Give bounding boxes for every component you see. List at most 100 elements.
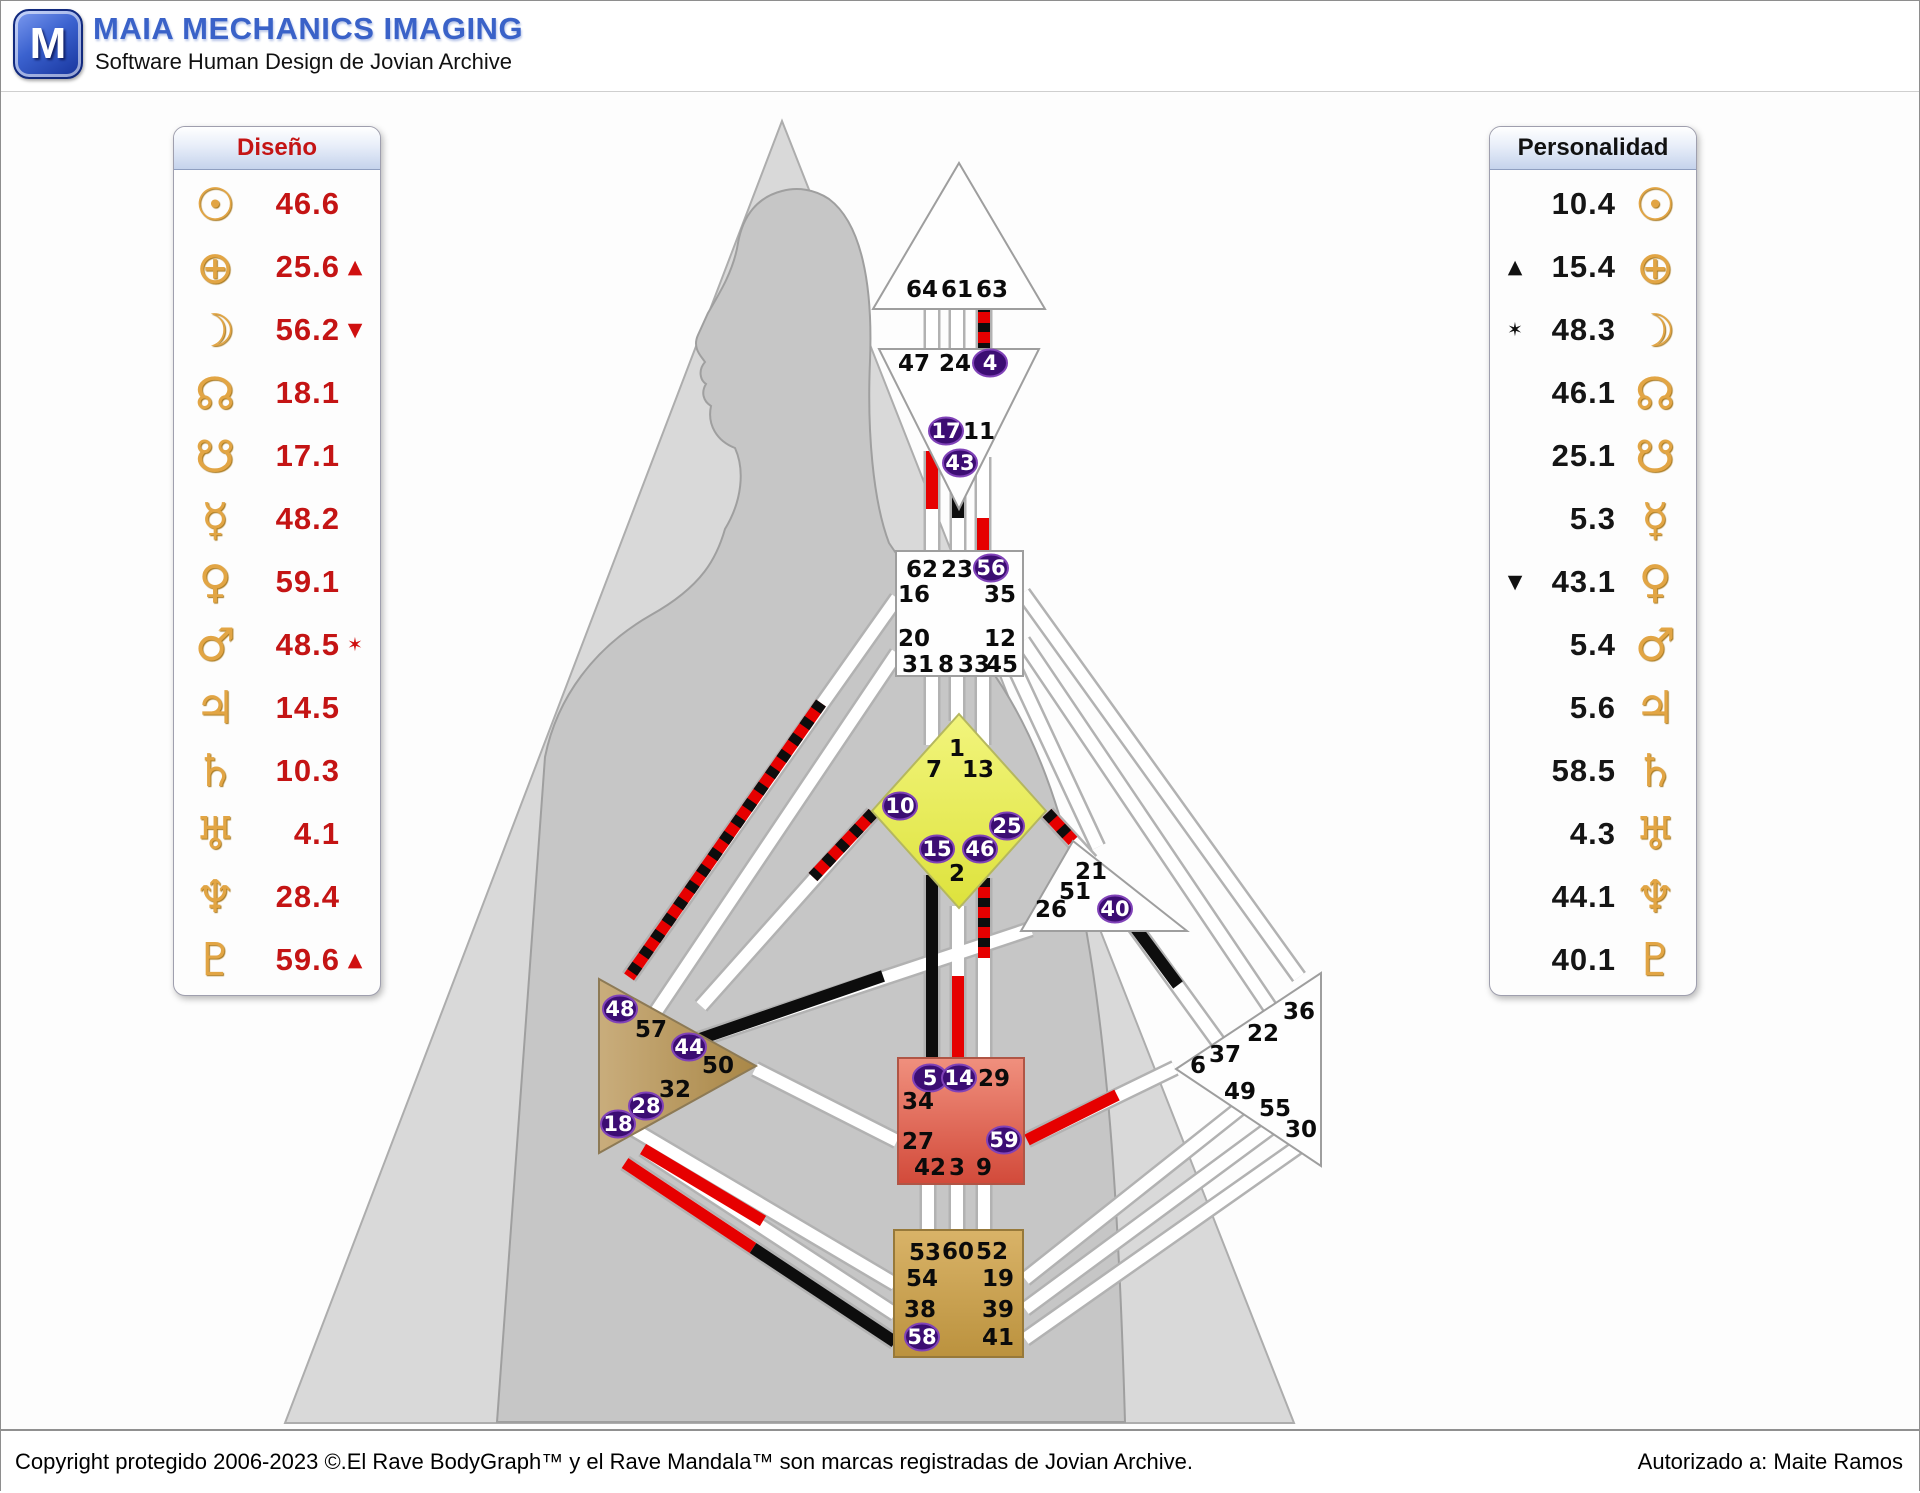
g-center <box>870 712 1048 910</box>
design-row-earth: ⊕25.6▲ <box>174 237 380 297</box>
venus-icon: ♀ <box>1638 555 1672 609</box>
personality-value-pluto: 40.1 <box>1551 941 1616 977</box>
gate-31: 31 <box>902 652 934 678</box>
south-node-icon: ☋ <box>195 429 235 483</box>
solar-plexus-center <box>1174 971 1322 1168</box>
gate-43: 43 <box>945 451 974 475</box>
gate-29: 29 <box>978 1066 1010 1092</box>
head-center <box>871 161 1047 310</box>
gate-28: 28 <box>631 1094 660 1118</box>
head-gates: 64 61 63 <box>906 277 1008 303</box>
personality-marker-earth: ▲ <box>1507 256 1523 279</box>
gate-60: 60 <box>942 1239 974 1265</box>
personality-row-north-node: 46.1☊ <box>1490 363 1696 423</box>
design-value-earth: 25.6 <box>275 249 340 285</box>
saturn-icon: ♄ <box>1634 744 1676 798</box>
gate-9: 9 <box>976 1155 992 1181</box>
spleen-gates: 48 57 44 50 32 28 18 <box>600 994 734 1139</box>
gate-11: 11 <box>963 419 995 445</box>
channels-both-striped <box>624 303 1078 981</box>
mars-icon: ♂ <box>1634 618 1676 672</box>
gate-14-activation <box>941 1063 977 1093</box>
gate-14: 14 <box>944 1066 973 1090</box>
gate-58-activation <box>904 1322 940 1352</box>
personality-panel-title: Personalidad <box>1490 127 1696 170</box>
gate-32: 32 <box>659 1077 691 1103</box>
gate-54: 54 <box>906 1266 938 1292</box>
personality-value-moon: 48.3 <box>1551 312 1616 348</box>
root-gates: 53 60 52 54 19 38 39 58 41 <box>904 1239 1014 1352</box>
venus-icon: ♀ <box>198 555 232 609</box>
gate-3: 3 <box>949 1155 965 1181</box>
gate-58: 58 <box>907 1325 936 1349</box>
personality-row-uranus: 4.3♅ <box>1490 804 1696 864</box>
personality-value-south-node: 25.1 <box>1551 438 1616 474</box>
earth-icon: ⊕ <box>1636 240 1674 294</box>
design-panel-title: Diseño <box>174 127 380 170</box>
design-marker-earth: ▲ <box>347 256 363 279</box>
gate-4: 4 <box>983 351 998 375</box>
personality-row-mars: 5.4♂ <box>1490 615 1696 675</box>
design-marker-moon: ▼ <box>347 319 363 342</box>
gate-39: 39 <box>982 1297 1014 1323</box>
sun-icon: ☉ <box>1634 177 1676 231</box>
personality-value-north-node: 46.1 <box>1551 375 1616 411</box>
gate-48-activation <box>602 994 638 1024</box>
personality-marker-venus: ▼ <box>1507 570 1523 593</box>
gate-17-activation <box>928 416 964 446</box>
gate-59-activation <box>986 1125 1022 1155</box>
sun-icon: ☉ <box>194 177 236 231</box>
gate-27: 27 <box>902 1129 934 1155</box>
gate-53: 53 <box>909 1240 941 1266</box>
gate-59: 59 <box>989 1128 1018 1152</box>
gate-35: 35 <box>984 582 1016 608</box>
gate-52: 52 <box>976 1239 1008 1265</box>
design-value-uranus: 4.1 <box>293 815 340 851</box>
gate-16: 16 <box>898 582 930 608</box>
south-node-icon: ☋ <box>1635 429 1675 483</box>
gate-23: 23 <box>941 557 973 583</box>
gate-46-activation <box>962 834 998 864</box>
heart-gates: 21 51 26 40 <box>1035 859 1133 924</box>
jupiter-icon: ♃ <box>1634 681 1676 735</box>
jupiter-icon: ♃ <box>194 681 236 735</box>
personality-marker-moon: ✶ <box>1507 319 1523 342</box>
gate-21: 21 <box>1075 859 1107 885</box>
gate-18: 18 <box>603 1112 632 1136</box>
gate-56: 56 <box>976 556 1005 580</box>
gate-17: 17 <box>931 419 960 443</box>
app-subtitle: Software Human Design de Jovian Archive <box>95 49 512 74</box>
gate-34: 34 <box>902 1089 934 1115</box>
personality-row-earth: ▲ 15.4 ⊕ <box>1490 237 1696 297</box>
gate-40-activation <box>1097 894 1133 924</box>
gate-28-activation <box>628 1091 664 1121</box>
personality-row-pluto: 40.1♇ <box>1490 930 1696 990</box>
logo-letter: M <box>29 19 67 68</box>
gate-19: 19 <box>982 1266 1014 1292</box>
personality-value-earth: 15.4 <box>1551 249 1616 285</box>
gate-64: 64 <box>906 277 938 303</box>
personality-value-mercury: 5.3 <box>1569 501 1616 537</box>
gate-15: 15 <box>922 837 951 861</box>
throat-gates: 62 23 56 16 35 20 12 31 8 33 45 <box>898 553 1018 678</box>
gate-48: 48 <box>605 997 634 1021</box>
gate-62: 62 <box>906 557 938 583</box>
gate-5: 5 <box>923 1066 938 1090</box>
gate-47: 47 <box>898 351 930 377</box>
gate-33: 33 <box>958 652 990 678</box>
gate-61: 61 <box>941 277 973 303</box>
mercury-icon: ☿ <box>1641 492 1669 546</box>
gate-63: 63 <box>976 277 1008 303</box>
gate-4-activation <box>972 348 1008 378</box>
personality-row-jupiter: 5.6♃ <box>1490 678 1696 738</box>
g-gates: 1 7 13 10 25 15 46 2 <box>882 736 1025 887</box>
gate-36: 36 <box>1283 999 1315 1025</box>
gate-1: 1 <box>949 736 965 762</box>
neptune-icon: ♆ <box>1634 870 1676 924</box>
design-row-venus: ♀59.1 <box>174 552 380 612</box>
personality-row-neptune: 44.1♆ <box>1490 867 1696 927</box>
design-row-mercury: ☿48.2 <box>174 489 380 549</box>
neptune-icon: ♆ <box>194 870 236 924</box>
app-logo-icon: M <box>13 9 83 79</box>
